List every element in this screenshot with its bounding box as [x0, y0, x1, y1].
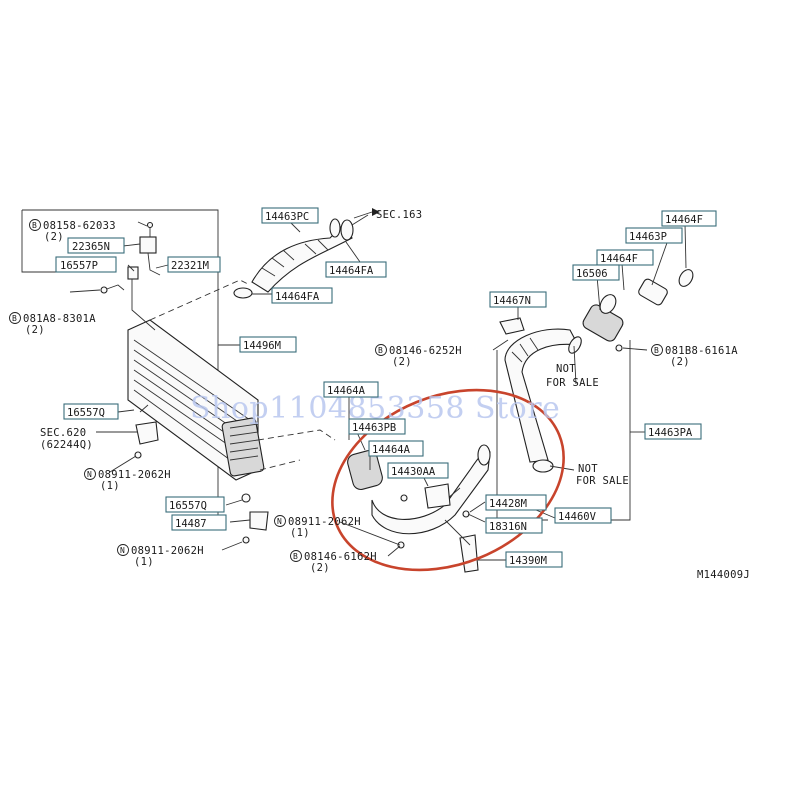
part-box-16557p: 16557P: [55, 256, 117, 273]
part-box-14428m: 14428M: [485, 494, 547, 511]
section-ref-62244q: (62244Q): [40, 439, 93, 451]
part-box-14463pc: 14463PC: [261, 207, 319, 224]
svg-text:081B8-6161A: 081B8-6161A: [665, 345, 738, 357]
sensor-assembly: [100, 221, 161, 331]
svg-text:N: N: [87, 470, 92, 479]
svg-text:16557Q: 16557Q: [169, 500, 207, 512]
lower-brackets: [134, 404, 269, 544]
svg-text:08158-62033: 08158-62033: [43, 220, 116, 232]
svg-text:14463P: 14463P: [629, 231, 667, 243]
callout-n-08911-2062h-c: N 08911-2062H (1): [117, 544, 204, 568]
callout-b-08146-6162h: B 08146-6162H (2): [290, 550, 377, 574]
center-hose-assembly: [347, 444, 491, 573]
svg-text:14464F: 14464F: [600, 253, 638, 265]
svg-text:(1): (1): [290, 527, 310, 539]
part-box-22365n: 22365N: [67, 237, 125, 254]
callout-b-08158-62033: B 08158-62033 (2): [29, 219, 116, 243]
svg-text:(2): (2): [310, 562, 330, 574]
part-box-14464a-top: 14464A: [323, 381, 379, 398]
svg-text:08911-2062H: 08911-2062H: [131, 545, 204, 557]
svg-text:14464FA: 14464FA: [275, 291, 320, 303]
part-box-16557q-low: 16557Q: [165, 496, 225, 513]
right-pipe-assembly: [499, 269, 694, 473]
svg-text:14428M: 14428M: [489, 498, 527, 510]
svg-text:(2): (2): [25, 324, 45, 336]
part-box-16557q-top: 16557Q: [63, 403, 119, 420]
not-for-sale-upper-1: NOT: [556, 363, 576, 375]
svg-text:14464FA: 14464FA: [329, 265, 374, 277]
svg-text:(2): (2): [44, 231, 64, 243]
part-box-14487: 14487: [171, 514, 227, 531]
diagram-code: M144009J: [697, 569, 750, 581]
part-box-22321m: 22321M: [167, 256, 221, 273]
svg-text:14487: 14487: [175, 518, 207, 530]
svg-text:14390M: 14390M: [509, 555, 547, 567]
svg-text:14496M: 14496M: [243, 340, 281, 352]
svg-text:14430AA: 14430AA: [391, 466, 436, 478]
svg-text:08146-6162H: 08146-6162H: [304, 551, 377, 563]
part-box-18316n: 18316N: [485, 517, 543, 534]
section-ref-620: SEC.620: [40, 427, 86, 439]
part-box-14463pa: 14463PA: [644, 423, 702, 440]
part-box-14460v: 14460V: [554, 507, 612, 524]
callout-n-08911-2062h-a: N 08911-2062H (1): [84, 468, 171, 492]
part-box-14464fa-mid: 14464FA: [271, 287, 333, 304]
svg-text:B: B: [654, 346, 659, 355]
svg-text:22365N: 22365N: [72, 241, 110, 253]
svg-text:081A8-8301A: 081A8-8301A: [23, 313, 96, 325]
svg-text:N: N: [277, 517, 282, 526]
svg-text:(1): (1): [100, 480, 120, 492]
svg-text:(2): (2): [670, 356, 690, 368]
right-frame-right: [600, 340, 631, 521]
section-ref-163: SEC.163: [376, 209, 422, 221]
callout-b-081b8-6161a: B 081B8-6161A (2): [651, 344, 738, 368]
not-for-sale-upper-2: FOR SALE: [546, 377, 599, 389]
part-box-14463p: 14463P: [625, 227, 683, 244]
callout-b-08146-6252h: B 08146-6252H (2): [375, 344, 462, 368]
svg-text:08911-2062H: 08911-2062H: [288, 516, 361, 528]
svg-text:14464A: 14464A: [327, 385, 366, 397]
part-box-14467n: 14467N: [489, 291, 547, 308]
part-box-16506: 16506: [572, 264, 620, 281]
svg-text:B: B: [293, 552, 298, 561]
part-box-14390m: 14390M: [505, 551, 563, 568]
svg-text:16506: 16506: [576, 268, 608, 280]
part-box-14464f-top: 14464F: [661, 210, 717, 227]
not-for-sale-lower-1: NOT: [578, 463, 598, 475]
svg-text:18316N: 18316N: [489, 521, 527, 533]
part-box-14464fa-top: 14464FA: [325, 261, 387, 278]
part-box-14430aa: 14430AA: [387, 462, 449, 479]
svg-text:(1): (1): [134, 556, 154, 568]
svg-text:B: B: [12, 314, 17, 323]
not-for-sale-lower-2: FOR SALE: [576, 475, 629, 487]
svg-text:14463PB: 14463PB: [352, 422, 396, 434]
svg-text:B: B: [32, 221, 37, 230]
left-bracket-frame: [21, 210, 60, 273]
highlight-circle: [331, 388, 565, 572]
svg-text:08911-2062H: 08911-2062H: [98, 469, 171, 481]
svg-text:08146-6252H: 08146-6252H: [389, 345, 462, 357]
svg-text:14463PC: 14463PC: [265, 211, 309, 223]
callout-n-08911-2062h-b: N 08911-2062H (1): [274, 515, 361, 539]
upper-hose: [233, 208, 380, 299]
svg-text:16557P: 16557P: [60, 260, 98, 272]
part-box-14463pb: 14463PB: [348, 418, 406, 435]
svg-text:14467N: 14467N: [493, 295, 531, 307]
part-box-14464f-mid: 14464F: [596, 249, 654, 266]
svg-text:22321M: 22321M: [171, 260, 209, 272]
svg-text:14464F: 14464F: [665, 214, 703, 226]
svg-text:14463PA: 14463PA: [648, 427, 693, 439]
svg-text:14460V: 14460V: [558, 511, 597, 523]
intercooler-assembly: [127, 279, 336, 481]
svg-text:14464A: 14464A: [372, 444, 411, 456]
svg-text:16557Q: 16557Q: [67, 407, 105, 419]
svg-text:(2): (2): [392, 356, 412, 368]
svg-text:N: N: [120, 546, 125, 555]
part-box-14464a-mid: 14464A: [368, 440, 424, 457]
svg-text:B: B: [378, 346, 383, 355]
callout-b-081a8-8301a: B 081A8-8301A (2): [9, 312, 96, 336]
part-box-14496m: 14496M: [239, 336, 297, 353]
